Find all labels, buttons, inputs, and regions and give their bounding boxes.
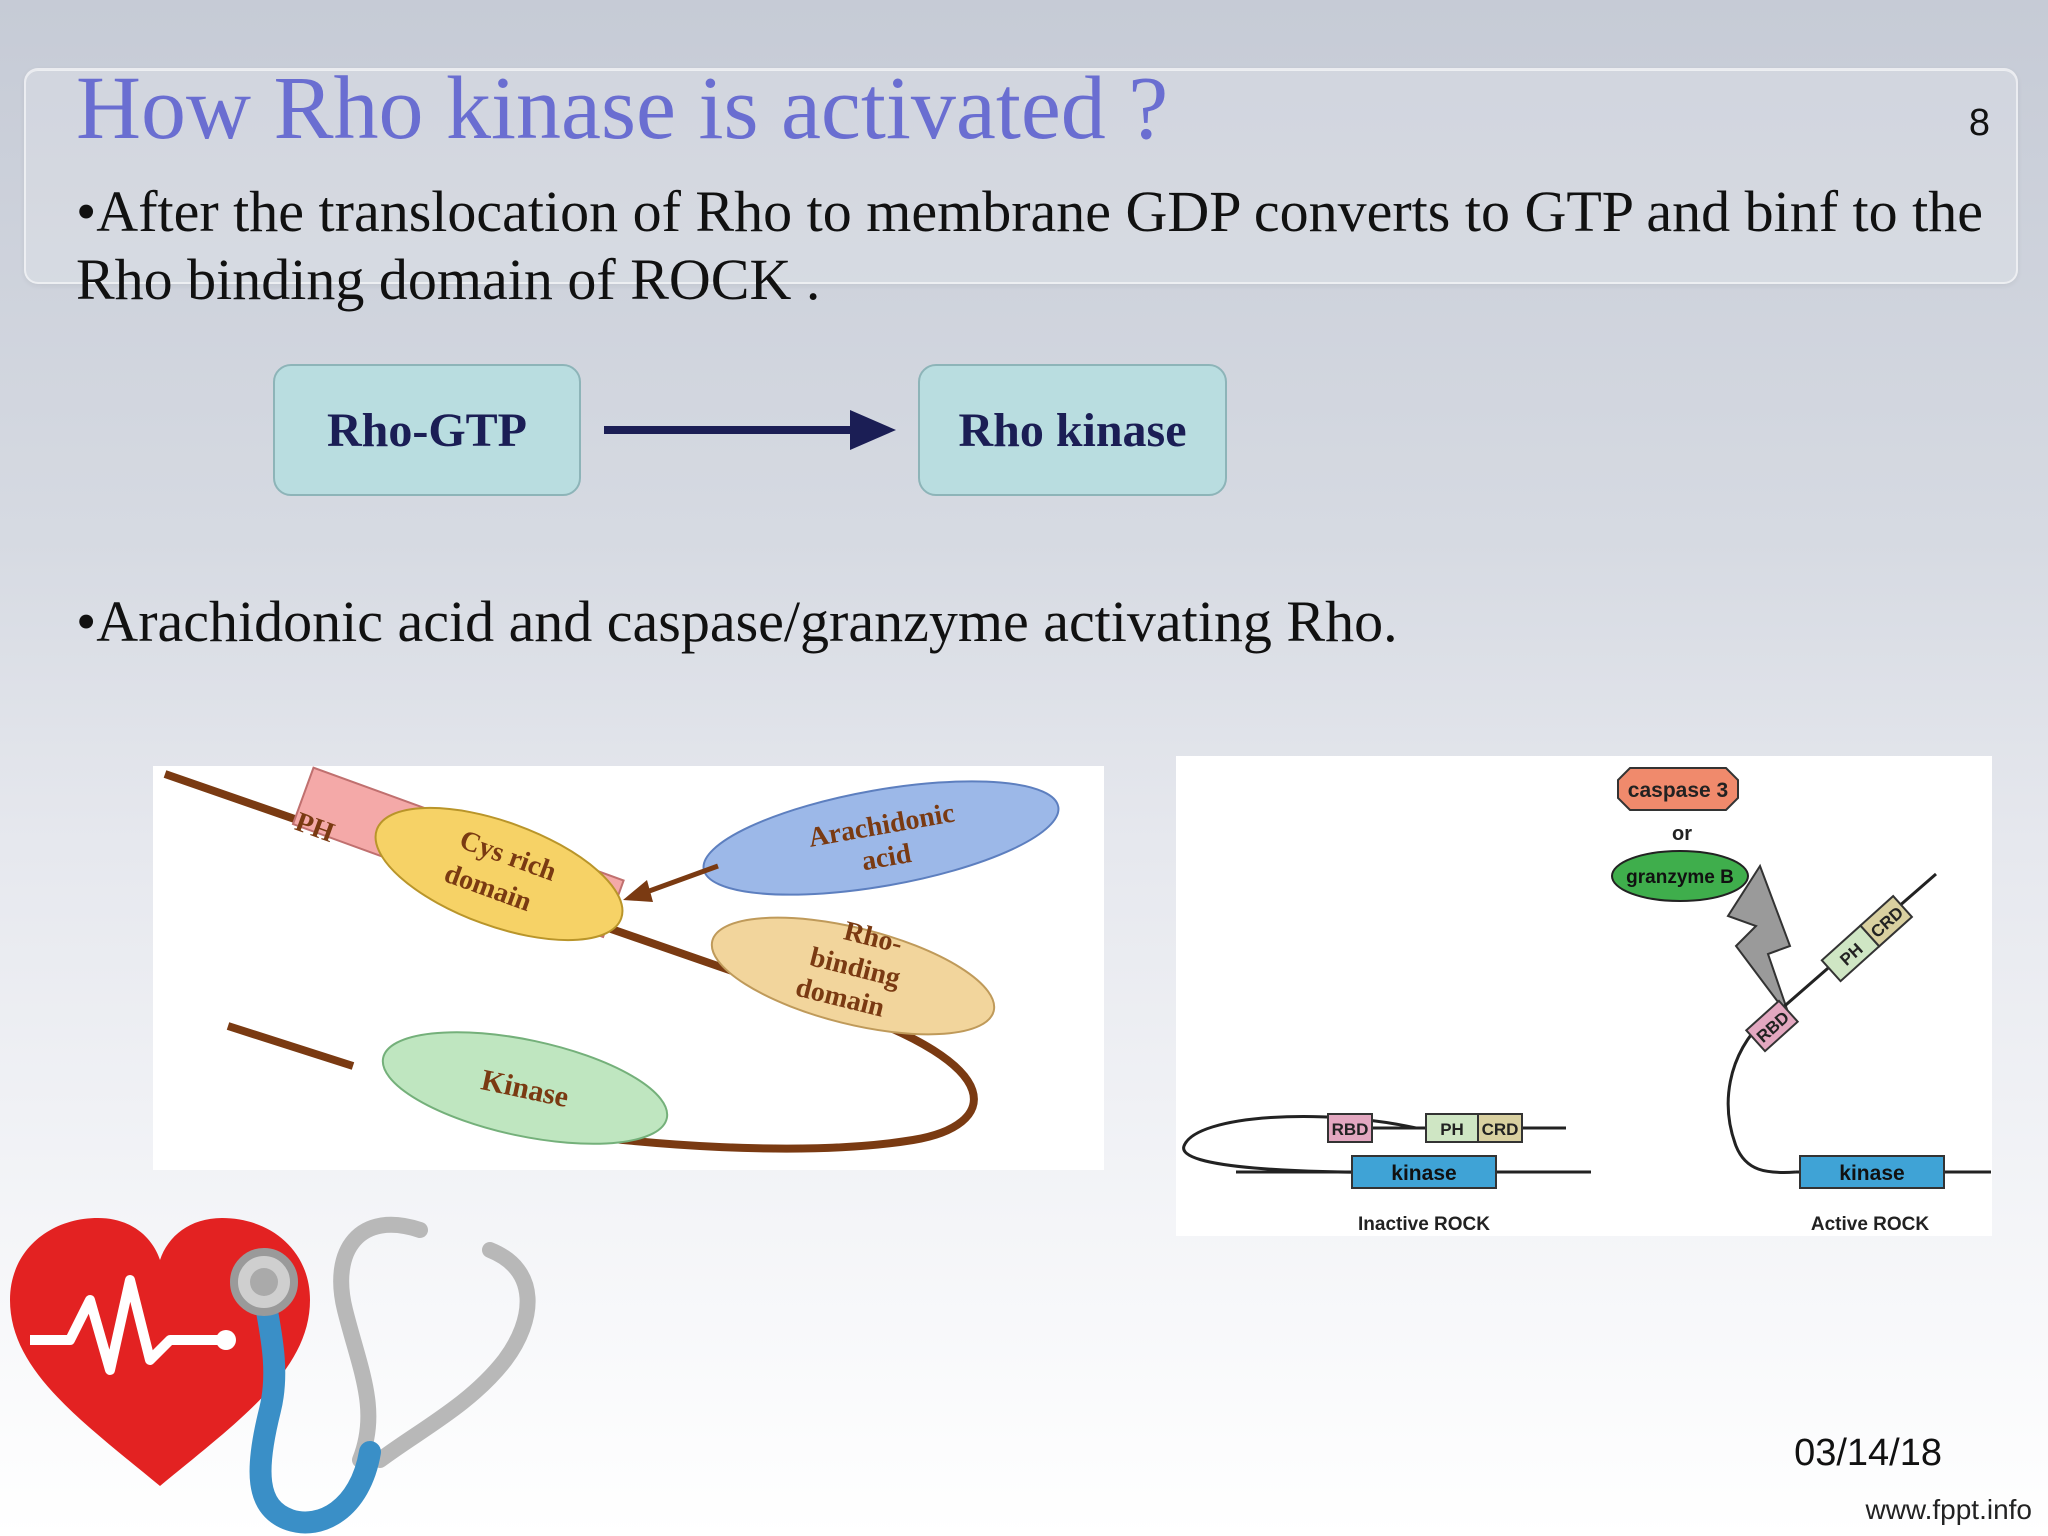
cys-rich-domain [374,806,624,942]
inactive-crd [1477,1113,1523,1143]
granzyme-label: granzyme B [1626,867,1734,888]
bullet-translocation: •After the translocation of Rho to membr… [76,179,1984,312]
rho-kinase-box: Rho kinase [918,364,1227,496]
granzyme-badge [1611,850,1749,902]
or-label: or [1672,823,1692,845]
caspase-badge [1617,767,1739,811]
rock-domain-figure: PH Cys rich domain Arachidonic acid Rho-… [153,766,1104,1170]
rock-activation-diagram: caspase 3 or granzyme B RBD PH CRD kinas… [1182,767,1991,1235]
inactive-kinase-label: kinase [1391,1162,1456,1185]
inactive-rbd-label: RBD [1332,1120,1369,1139]
caspase-label: caspase 3 [1628,779,1728,802]
active-kinase-label: kinase [1839,1162,1904,1185]
heart-stethoscope-icon [10,1216,536,1534]
kinase-domain [381,1031,669,1145]
arrow-head-icon [623,880,653,902]
inactive-crd-label: CRD [1482,1120,1519,1139]
slide-date: 03/14/18 [1794,1432,1942,1474]
active-crd [1859,894,1914,948]
inactive-rock-caption: Inactive ROCK [1358,1214,1490,1235]
rho-binding-domain [710,916,996,1036]
slide-number: 8 [1968,102,1990,144]
active-rock-caption: Active ROCK [1811,1214,1930,1235]
flow-arrow-icon [604,410,896,450]
cleavage-bolt-icon [1726,863,1792,1019]
rho-gtp-box: Rho-GTP [273,364,581,496]
bullet-activators: •Arachidonic acid and caspase/granzyme a… [76,589,1398,654]
active-rbd [1744,999,1800,1053]
inactive-ph-label: PH [1440,1120,1464,1139]
rock-activation-figure: caspase 3 or granzyme B RBD PH CRD kinas… [1176,756,1992,1236]
title-bar [24,68,2018,284]
slide-title: How Rho kinase is activated ? [76,59,1169,158]
active-kinase [1799,1155,1945,1189]
rock-domain-diagram: PH Cys rich domain Arachidonic acid Rho-… [163,766,1060,1153]
inactive-kinase [1351,1155,1497,1189]
inactive-rbd [1327,1113,1373,1143]
inactive-ph [1425,1113,1479,1143]
watermark: www.fppt.info [1865,1494,2032,1525]
